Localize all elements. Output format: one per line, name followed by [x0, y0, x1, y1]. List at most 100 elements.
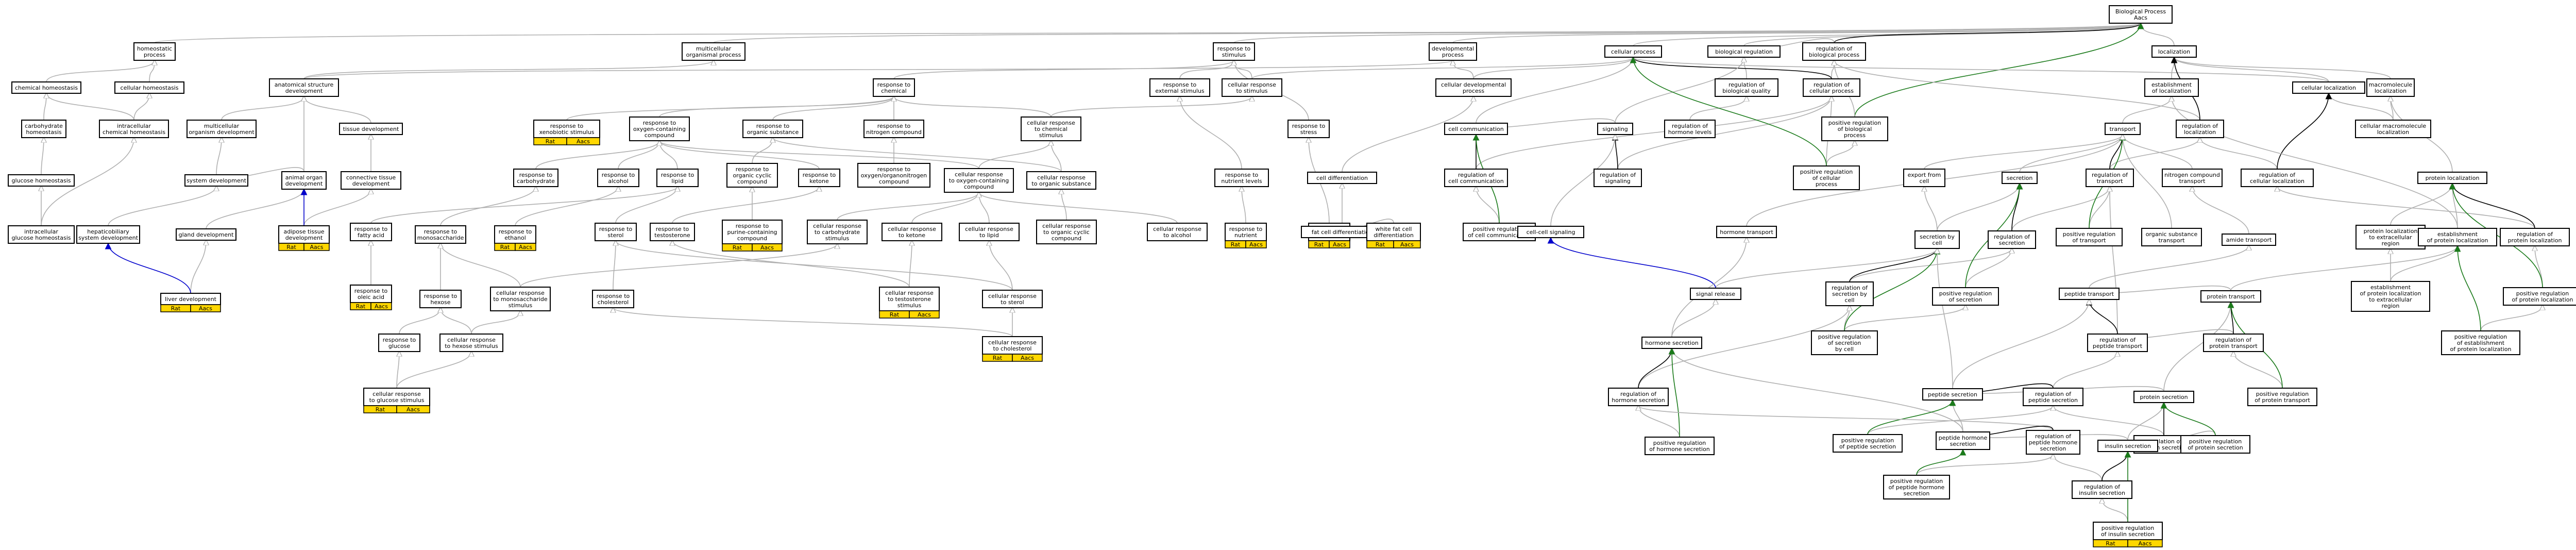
go-term-node-protein-loc[interactable]: protein localization — [2417, 172, 2487, 184]
go-term-node-peptide-transport[interactable]: peptide transport — [2059, 288, 2120, 300]
go-term-node-glucose-homeo[interactable]: glucose homeostasis — [8, 174, 75, 187]
go-term-node-system-dev[interactable]: system development — [184, 174, 248, 187]
go-term-node-bio-reg[interactable]: biological regulation — [1707, 45, 1781, 58]
go-term-node-signaling[interactable]: signaling — [1597, 123, 1633, 135]
go-term-node-signal-release[interactable]: signal release — [1690, 288, 1741, 300]
go-term-node-cell-comm[interactable]: cell communication — [1444, 123, 1508, 135]
go-term-node-chem-homeo[interactable]: chemical homeostasis — [11, 81, 81, 94]
go-term-node-amide-transport[interactable]: amide transport — [2222, 234, 2276, 246]
go-term-node-cell-loc[interactable]: cellular localization — [2292, 81, 2365, 94]
go-term-node-transport[interactable]: transport — [2105, 123, 2141, 135]
go-term-node-tissue-dev[interactable]: tissue development — [339, 123, 403, 135]
go-term-node-insulin-secretion[interactable]: insulin secretion — [2097, 440, 2158, 452]
go-term-node-hormone-secretion[interactable]: hormone secretion — [1641, 337, 1702, 349]
go-term-node-protein-secretion[interactable]: protein secretion — [2133, 391, 2194, 403]
go-term-node-cell-cell-sig[interactable]: cell-cell signaling — [1517, 226, 1584, 238]
go-term-node-localization[interactable]: localization — [2151, 45, 2197, 58]
go-term-node-cell-homeo[interactable]: cellular homeostasis — [114, 81, 184, 94]
go-term-node-peptide-secretion[interactable]: peptide secretion — [1922, 388, 1983, 401]
go-term-node-secretion[interactable]: secretion — [2002, 172, 2038, 184]
go-term-node-gland-dev[interactable]: gland development — [176, 228, 236, 241]
